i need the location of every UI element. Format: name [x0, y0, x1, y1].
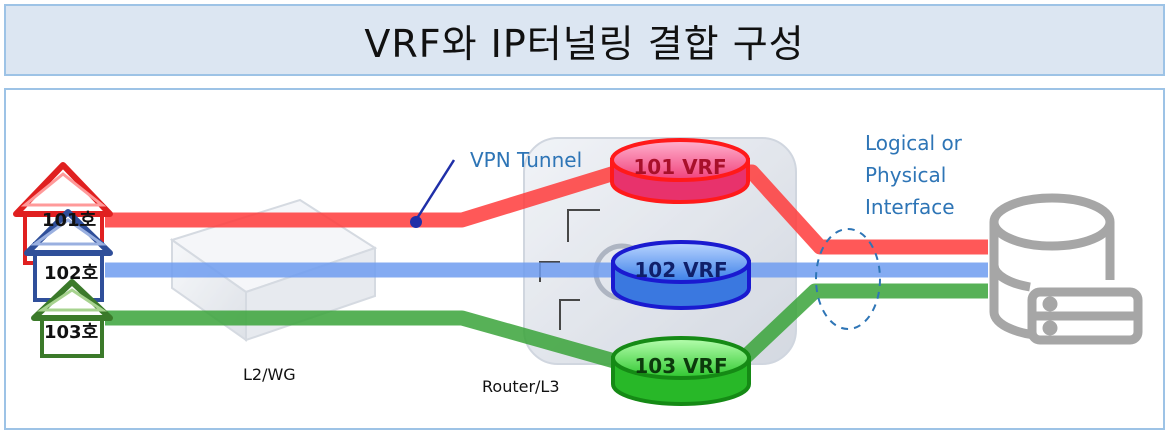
vrf-102-disc: [611, 240, 751, 310]
vrf-103-disc: [611, 336, 751, 406]
server-database-icon: [989, 193, 1143, 345]
house-102-icon: [24, 209, 113, 302]
unit-102-label: 102호: [44, 263, 98, 284]
unit-103-label: 103호: [44, 322, 98, 343]
title-banner: VRF와 IP터널링 결합 구성: [4, 4, 1165, 76]
house-103-icon: [31, 279, 113, 358]
router-label: Router/L3: [482, 377, 560, 396]
interface-label-line3: Interface: [865, 195, 955, 219]
unit-101-label: 101호: [42, 210, 96, 231]
interface-dashed-ellipse: [815, 228, 881, 330]
switch-label: L2/WG: [243, 365, 296, 384]
page-title: VRF와 IP터널링 결합 구성: [364, 21, 805, 66]
vpn-tunnel-label: VPN Tunnel: [470, 148, 582, 172]
vpn-tunnel-callout: [410, 159, 456, 228]
interface-label-line1: Logical or: [865, 131, 963, 155]
vrf-101-label: 101 VRF: [633, 155, 726, 179]
vrf-102-label: 102 VRF: [634, 258, 727, 282]
vrf-101-disc: [610, 138, 750, 204]
vrf-103-label: 103 VRF: [634, 354, 727, 378]
interface-label-line2: Physical: [865, 163, 946, 187]
